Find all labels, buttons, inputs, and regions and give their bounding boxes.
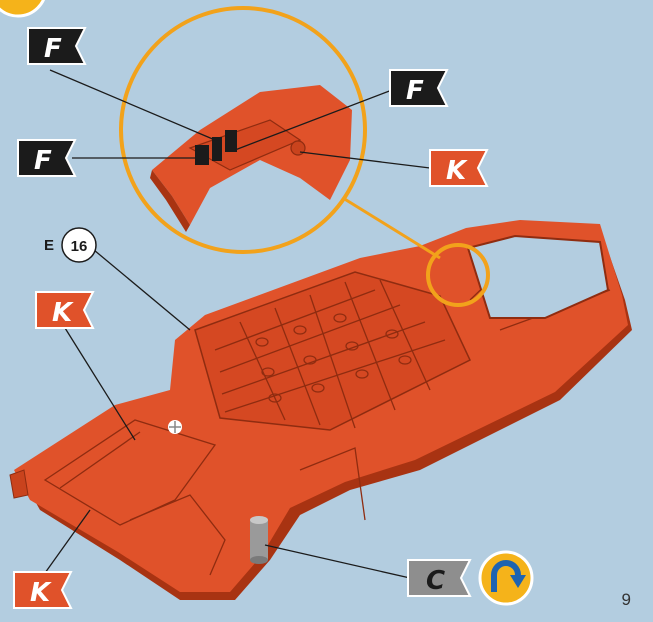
- flag-k-upper-label: K: [52, 298, 74, 328]
- flag-f-top: F: [28, 28, 85, 64]
- flag-k-lower-label: K: [30, 578, 52, 608]
- flag-f-left: F: [18, 140, 75, 176]
- flag-f-top-label: F: [44, 34, 62, 64]
- part-letter: E: [44, 237, 54, 254]
- chassis-part: [10, 220, 632, 600]
- part-number: 16: [71, 238, 88, 255]
- flag-k-zoom: K: [430, 150, 487, 186]
- flag-f-left-label: F: [34, 146, 52, 176]
- flag-k-upper: K: [36, 292, 93, 328]
- part-number-badge: E 16: [44, 228, 96, 262]
- top-badge-partial: [0, 0, 46, 16]
- alignment-marker: [168, 420, 182, 434]
- flag-c: C: [408, 560, 470, 596]
- flag-f-right-label: F: [406, 76, 424, 106]
- page-number: 9: [622, 590, 631, 610]
- gray-post: [250, 516, 268, 564]
- flag-k-lower: K: [14, 572, 71, 608]
- flag-f-right: F: [390, 70, 447, 106]
- flag-c-label: C: [426, 566, 445, 596]
- rotate-badge: [480, 552, 532, 604]
- flag-k-zoom-label: K: [446, 156, 468, 186]
